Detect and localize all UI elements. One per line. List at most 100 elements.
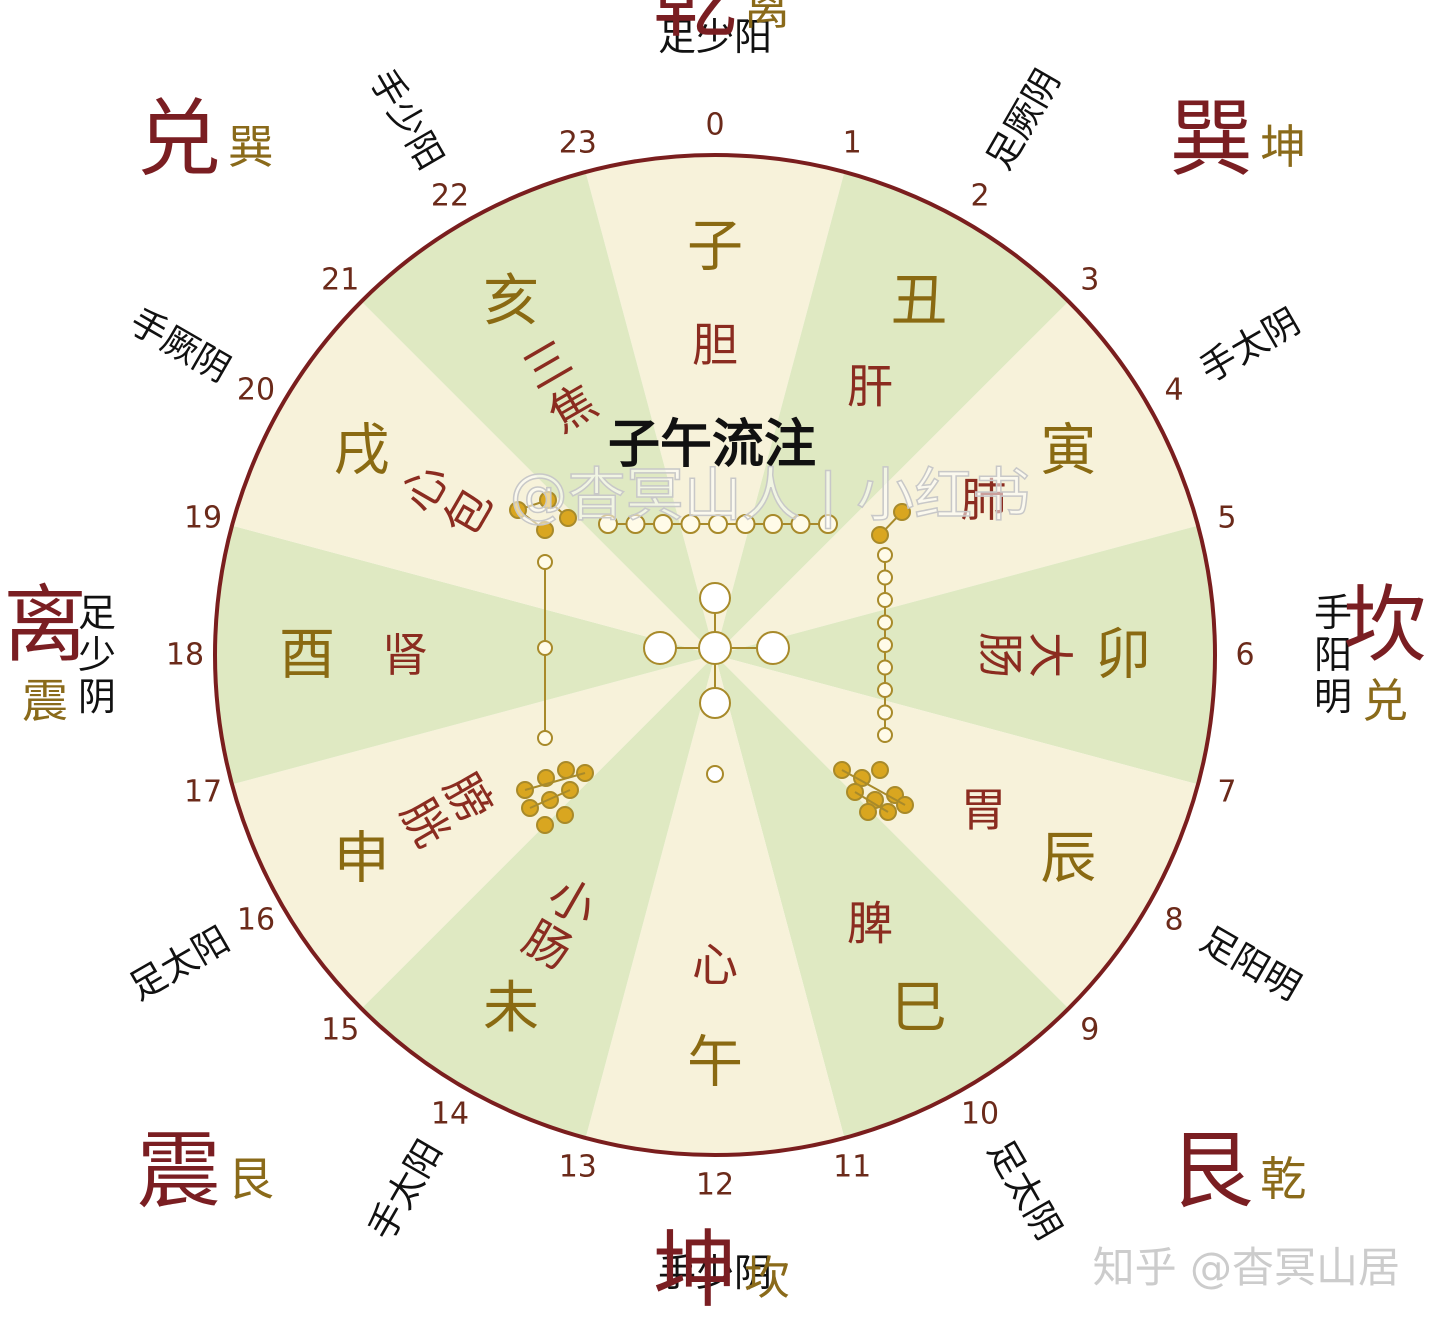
branch-label: 卯 bbox=[1095, 623, 1151, 688]
organ-label-char: 肠 bbox=[973, 632, 1027, 678]
cross-node bbox=[643, 631, 677, 665]
meridian-label-group: 足厥阴 bbox=[979, 63, 1069, 177]
trigram-group: 艮乾 bbox=[1169, 1122, 1306, 1220]
chain-node bbox=[818, 514, 838, 534]
flow-node bbox=[537, 730, 553, 746]
flow-node bbox=[871, 526, 889, 544]
hour-number: 15 bbox=[321, 1012, 359, 1047]
trigram-sub: 坎 bbox=[744, 1251, 790, 1305]
branch-label: 申 bbox=[334, 827, 390, 892]
chain-node bbox=[708, 514, 728, 534]
meridian-label: 手少阳 bbox=[361, 63, 451, 177]
hour-number: 0 bbox=[705, 108, 724, 143]
branch-label: 巳 bbox=[891, 976, 947, 1041]
clock-rim bbox=[213, 153, 1217, 1157]
column-node bbox=[877, 592, 893, 608]
meridian-label: 足阳明 bbox=[1193, 919, 1307, 1009]
hour-number: 3 bbox=[1080, 263, 1099, 298]
sector-1 bbox=[715, 172, 1069, 655]
trigram-group: 震艮 bbox=[137, 1122, 274, 1220]
sector-2 bbox=[715, 301, 1198, 655]
gold-node bbox=[557, 761, 575, 779]
meridian-label: 手厥阴 bbox=[123, 301, 237, 391]
trigram-main: 巽 bbox=[1169, 90, 1253, 188]
hour-number: 8 bbox=[1164, 903, 1183, 938]
clock-sectors bbox=[215, 155, 1216, 1155]
column-node bbox=[877, 569, 893, 586]
meridian-label: 手少阴 bbox=[658, 1251, 772, 1295]
chain-node bbox=[735, 514, 756, 534]
trigram-main: 兑 bbox=[137, 90, 221, 188]
flow-node bbox=[537, 640, 553, 656]
trigram-main: 离 bbox=[3, 576, 87, 674]
meridian-label-group: 足太阴 bbox=[979, 1133, 1069, 1247]
trigram-sub: 艮 bbox=[228, 1152, 274, 1206]
organ-label: 肾 bbox=[382, 628, 428, 682]
sector-5 bbox=[715, 655, 1069, 1138]
meridian-label: 足太阴 bbox=[979, 1133, 1069, 1247]
trigram-group: 乾离 bbox=[653, 0, 790, 49]
hour-number: 20 bbox=[237, 373, 275, 408]
flow-line bbox=[524, 772, 586, 791]
hour-number: 21 bbox=[321, 263, 359, 298]
meridian-label-group: 足阳明 bbox=[1193, 919, 1307, 1009]
column-node bbox=[877, 704, 893, 721]
trigram-sub: 离 bbox=[744, 0, 790, 35]
trigram-main: 乾 bbox=[653, 0, 737, 49]
meridian-label-char: 手 bbox=[1314, 591, 1352, 635]
hour-number: 9 bbox=[1080, 1012, 1099, 1047]
branch-label: 戌 bbox=[334, 419, 390, 484]
meridian-label: 手阳明 bbox=[1314, 591, 1352, 719]
branch-label: 未 bbox=[483, 976, 539, 1041]
flow-node bbox=[536, 521, 554, 539]
sector-8 bbox=[232, 655, 715, 1009]
sector-9 bbox=[215, 525, 715, 785]
trigram-group: 坎兑 bbox=[1343, 576, 1427, 728]
hour-number: 7 bbox=[1217, 775, 1236, 810]
meridian-label-char: 阳 bbox=[1314, 633, 1352, 677]
trigram-group: 兑巽 bbox=[137, 90, 274, 188]
meridian-label-char: 少 bbox=[78, 633, 116, 677]
cross-node bbox=[698, 631, 732, 665]
sector-6 bbox=[585, 655, 845, 1155]
watermark-xiaohongshu: @杳冥山人 | 小红书 bbox=[510, 461, 1030, 529]
trigram-main: 坎 bbox=[1343, 576, 1427, 674]
meridian-label: 手太阴 bbox=[1193, 301, 1307, 391]
hour-number: 6 bbox=[1235, 638, 1254, 673]
meridian-label-group: 手厥阴 bbox=[123, 301, 237, 391]
column-node bbox=[877, 637, 893, 653]
trigram-sub: 巽 bbox=[228, 120, 274, 174]
small-node bbox=[706, 765, 724, 783]
hour-number: 13 bbox=[559, 1149, 597, 1184]
organ-label: 胆 bbox=[692, 318, 738, 372]
branch-label: 子 bbox=[687, 215, 743, 280]
trigram-sub: 坤 bbox=[1260, 120, 1306, 174]
meridian-label-group: 足太阳 bbox=[123, 919, 237, 1009]
inner-texts: 子胆丑肝寅肺卯大肠辰胃巳脾午心未小肠申膀胱酉肾戌心包亥三焦 bbox=[279, 215, 1151, 1096]
hour-number: 14 bbox=[431, 1096, 469, 1131]
gold-node bbox=[556, 806, 574, 824]
sector-3 bbox=[715, 525, 1216, 785]
branch-label: 寅 bbox=[1040, 419, 1096, 484]
trigram-main: 坤 bbox=[653, 1221, 737, 1319]
flow-node bbox=[539, 491, 557, 509]
cross-node bbox=[699, 687, 731, 719]
sector-7 bbox=[361, 655, 715, 1138]
gold-node bbox=[536, 816, 554, 834]
hour-number: 12 bbox=[696, 1168, 734, 1203]
sector-0 bbox=[585, 155, 845, 656]
meridian-label-char: 明 bbox=[1314, 675, 1352, 719]
organ-label: 肝 bbox=[847, 360, 893, 414]
chain-node bbox=[625, 514, 646, 534]
sector-11 bbox=[361, 172, 715, 655]
cross-node bbox=[699, 582, 731, 614]
hour-number: 10 bbox=[961, 1096, 999, 1131]
meridian-label: 足厥阴 bbox=[979, 63, 1069, 177]
sector-10 bbox=[232, 301, 715, 655]
organ-label: 脾 bbox=[847, 896, 893, 950]
trigram-main: 震 bbox=[137, 1122, 221, 1220]
branch-label: 丑 bbox=[891, 269, 947, 334]
organ-label: 胃 bbox=[960, 783, 1006, 837]
trigram-sub: 兑 bbox=[1362, 674, 1408, 728]
